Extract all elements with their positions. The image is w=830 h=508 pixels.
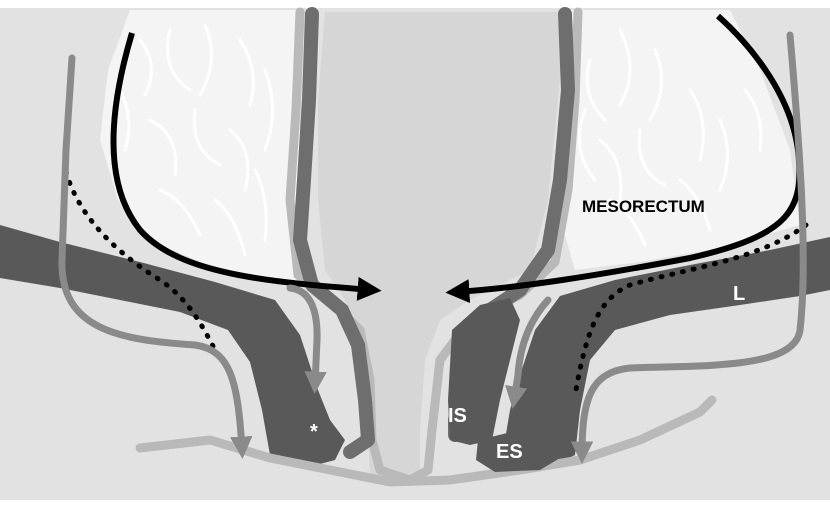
bottom-margin <box>0 500 830 508</box>
top-margin <box>0 0 830 8</box>
label-external-sphincter: ES <box>496 441 523 463</box>
label-asterisk: * <box>310 421 318 443</box>
label-mesorectum: MESORECTUM <box>582 197 705 216</box>
label-internal-sphincter: IS <box>448 405 467 427</box>
label-levator: L <box>733 283 745 305</box>
